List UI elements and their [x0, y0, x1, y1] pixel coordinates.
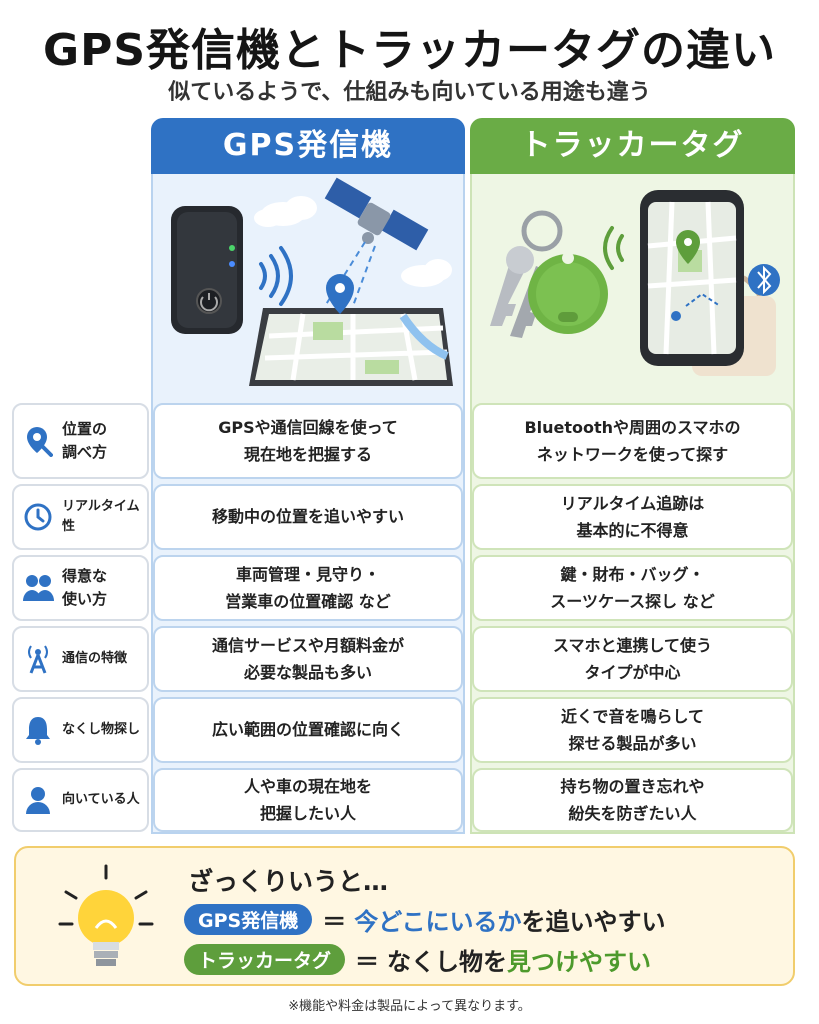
cell-gps-communication: 通信サービスや月額料金が 必要な製品も多い	[153, 626, 463, 692]
row-label-lost-items: なくし物探し	[12, 697, 149, 763]
row-label-use-cases: 得意な 使い方	[12, 555, 149, 621]
row-label-text: なくし物探し	[62, 721, 141, 737]
row-label-target-users: 向いている人	[12, 768, 149, 832]
cell-tag-use-cases: 鍵・財布・バッグ・ スーツケース探し など	[472, 555, 793, 621]
satellite-icon	[324, 177, 429, 251]
signal-waves-icon	[603, 226, 624, 270]
cell-gps-realtime: 移動中の位置を追いやすい	[153, 484, 463, 550]
cell-tag-realtime: リアルタイム追跡は 基本的に不得意	[472, 484, 793, 550]
location-search-icon	[22, 425, 54, 457]
summary-line-gps: GPS発信機 ＝ 今どこにいるか を追いやすい	[184, 902, 666, 937]
cell-gps-lost-items: 広い範囲の位置確認に向く	[153, 697, 463, 763]
cloud-icon	[401, 259, 452, 287]
summary-box: ざっくりいうと… GPS発信機 ＝ 今どこにいるか を追いやすい トラッカータグ…	[14, 846, 795, 986]
row-label-text: 得意な 使い方	[62, 566, 108, 608]
cell-tag-communication: スマホと連携して使う タイプが中心	[472, 626, 793, 692]
summary-highlight-gps: 今どこにいるか	[354, 908, 522, 936]
smartphone-icon	[640, 190, 744, 366]
people-icon	[22, 572, 54, 604]
summary-pill-tag: トラッカータグ	[184, 944, 346, 975]
summary-heading: ざっくりいうと…	[188, 867, 389, 896]
tracker-tag-illustration	[490, 190, 780, 376]
page-subtitle: 似ているようで、仕組みも向いている用途も違う	[168, 80, 651, 105]
cell-gps-target-users: 人や車の現在地を 把握したい人	[153, 768, 463, 832]
column-header-tracker-tag: トラッカータグ	[470, 118, 795, 174]
cell-gps-location-method: GPSや通信回線を使って 現在地を把握する	[153, 403, 463, 479]
gps-device-illustration	[171, 177, 453, 386]
equals-sign: ＝	[322, 908, 347, 936]
row-label-text: リアルタイム性	[62, 498, 140, 534]
row-label-text: 位置の 調べ方	[62, 419, 108, 461]
summary-text-gps: を追いやすい	[521, 908, 666, 936]
gps-tracker-device	[171, 206, 243, 334]
cell-gps-use-cases: 車両管理・見守り・ 営業車の位置確認 など	[153, 555, 463, 621]
summary-line-tag: トラッカータグ ＝ なくし物を 見つけやすい	[184, 942, 651, 977]
cell-tag-lost-items: 近くで音を鳴らして 探せる製品が多い	[472, 697, 793, 763]
row-label-location-method: 位置の 調べ方	[12, 403, 149, 479]
antenna-icon	[22, 643, 54, 675]
column-header-gps: GPS発信機	[151, 118, 465, 174]
cell-tag-location-method: Bluetoothや周囲のスマホの ネットワークを使って探す	[472, 403, 793, 479]
row-label-text: 通信の特徴	[62, 650, 128, 666]
row-label-communication: 通信の特徴	[12, 626, 149, 692]
signal-waves-icon	[259, 246, 293, 306]
cloud-icon	[254, 196, 317, 227]
summary-highlight-tag: 見つけやすい	[507, 948, 652, 976]
bell-icon	[22, 714, 54, 746]
page-title: GPS発信機とトラッカータグの違い	[42, 25, 777, 76]
cell-tag-target-users: 持ち物の置き忘れや 紛失を防ぎたい人	[472, 768, 793, 832]
tracker-tag-device	[528, 252, 608, 334]
lightbulb-icon	[58, 864, 154, 966]
clock-icon	[22, 501, 54, 533]
location-pin-icon	[326, 274, 354, 314]
person-icon	[22, 784, 54, 816]
equals-sign: ＝	[355, 948, 380, 976]
map-tablet-illustration	[249, 308, 453, 386]
summary-text-tag: なくし物を	[387, 948, 508, 976]
row-label-realtime: リアルタイム性	[12, 484, 149, 550]
footnote: ※機能や料金は製品によって異なります。	[288, 999, 531, 1014]
summary-pill-gps: GPS発信機	[184, 904, 313, 935]
row-label-text: 向いている人	[62, 791, 140, 807]
bluetooth-icon	[748, 264, 780, 296]
